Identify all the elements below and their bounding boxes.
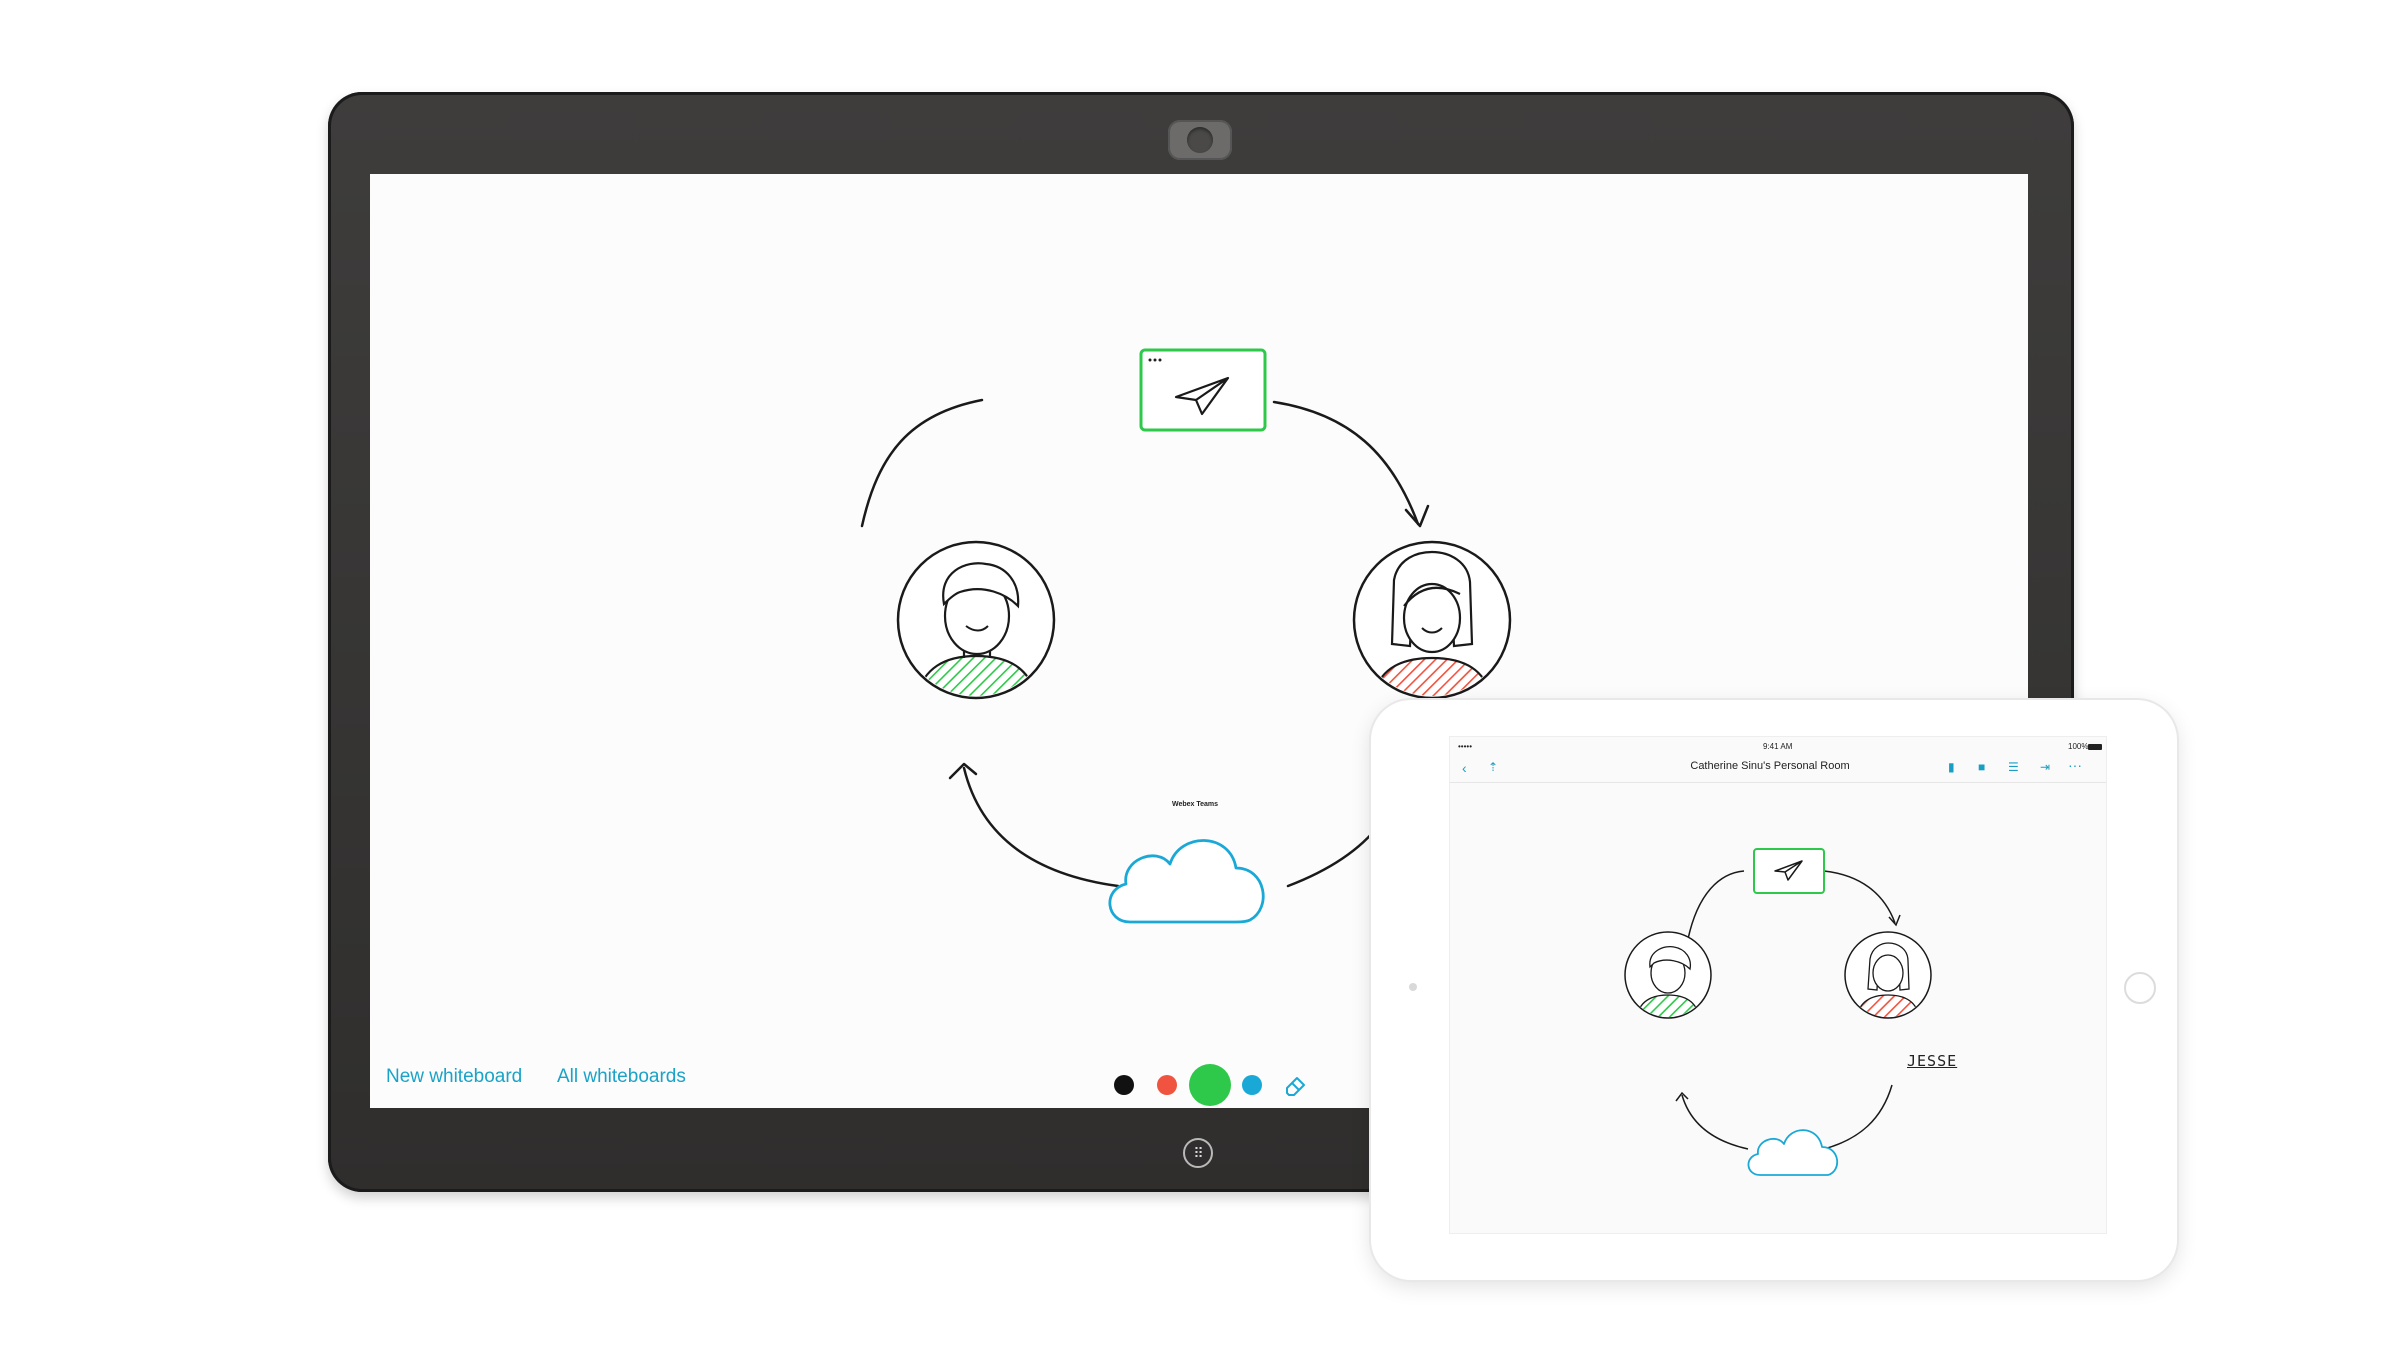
person-avatar-left: [896, 540, 1056, 700]
arrowhead: [1404, 504, 1430, 528]
paper-plane-icon: [1753, 848, 1825, 894]
cloud-icon: [1747, 1129, 1838, 1176]
back-icon[interactable]: ‹: [1462, 760, 1467, 776]
color-blue-button[interactable]: [1242, 1075, 1262, 1095]
arrow-stroke: [1286, 822, 1382, 888]
camera-icon: [1168, 120, 1232, 160]
eraser-icon[interactable]: [1283, 1072, 1309, 1098]
arrow-stroke: [860, 398, 984, 528]
all-whiteboards-link[interactable]: All whiteboards: [557, 1066, 686, 1087]
color-red-button[interactable]: [1157, 1075, 1177, 1095]
arrow-stroke: [962, 766, 1120, 888]
home-button[interactable]: [2124, 972, 2156, 1004]
leave-icon[interactable]: ⇥: [2040, 760, 2051, 774]
share-icon[interactable]: ⇡: [1488, 760, 1499, 774]
new-whiteboard-link[interactable]: New whiteboard: [386, 1066, 523, 1087]
cloud-icon: [1108, 839, 1265, 924]
canvas-caption: Webex Teams: [1171, 801, 1219, 808]
paper-plane-icon: [1139, 348, 1267, 432]
status-battery: 100%: [2068, 742, 2089, 751]
arrow-stroke: [1272, 400, 1420, 526]
video-icon[interactable]: ■: [1978, 760, 1986, 774]
navbar-divider: [1450, 782, 2106, 783]
tablet-camera-icon: [1409, 983, 1417, 991]
more-icon[interactable]: ···: [2068, 757, 2082, 773]
battery-icon: [2088, 744, 2102, 750]
status-carrier: •••••: [1458, 742, 1473, 751]
mute-icon[interactable]: ▮: [1948, 760, 1955, 774]
color-black-button[interactable]: [1114, 1075, 1134, 1095]
participants-icon[interactable]: ☰: [2008, 760, 2019, 774]
arrowhead: [948, 762, 978, 780]
person-avatar-right: [1352, 540, 1512, 700]
status-time: 9:41 AM: [1763, 742, 1793, 751]
apps-grid-icon[interactable]: ⠿: [1183, 1138, 1213, 1168]
tablet-whiteboard-canvas[interactable]: [1450, 783, 2106, 1233]
person-avatar-right: [1844, 931, 1932, 1019]
handwritten-signature: JESSE: [1907, 1052, 1958, 1070]
tablet-title: Catherine Sinu's Personal Room: [1690, 760, 1850, 772]
person-avatar-left: [1624, 931, 1712, 1019]
color-green-button-selected[interactable]: [1189, 1064, 1231, 1106]
whiteboard-canvas[interactable]: [370, 174, 2028, 1108]
